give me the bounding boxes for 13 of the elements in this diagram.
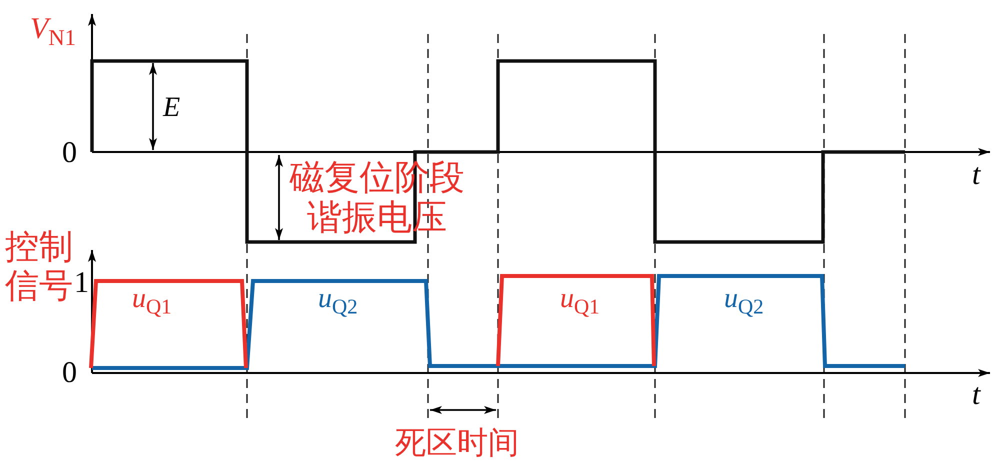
axis-label: V$_{N1}$ — [30, 14, 76, 50]
signal-label: u$_{Q1}$ — [132, 285, 172, 318]
annotation-text: 死区时间 — [395, 427, 519, 458]
axis-label: t — [972, 380, 980, 410]
axis-label: t — [972, 160, 980, 190]
dimension-label: E — [163, 94, 180, 122]
signal-label: u$_{Q1}$ — [560, 285, 600, 318]
signal-label: u$_{Q2}$ — [318, 285, 358, 318]
axis-tick-label: 0 — [62, 358, 77, 388]
signal-label: u$_{Q2}$ — [724, 285, 764, 318]
axis-tick-label: 0 — [62, 138, 77, 168]
axis-tick-label: 1 — [74, 268, 89, 298]
axis-label: 控制信号 — [4, 228, 74, 306]
